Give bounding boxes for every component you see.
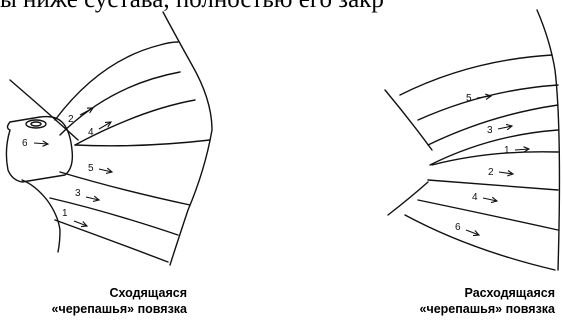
turn-band-3-lower [50, 198, 178, 235]
turn-label: 6 [22, 138, 28, 149]
turn-label: 1 [504, 145, 510, 156]
limb-outline-right [163, 12, 212, 265]
bandage-roll-end [26, 120, 46, 128]
turn-band-3-lower [428, 105, 558, 145]
turn-label: 3 [75, 188, 81, 199]
turn-band-2-lower [60, 72, 180, 135]
turn-band-5-upper [400, 55, 552, 95]
turn-label: 3 [487, 125, 493, 136]
diverging-bandage-figure [385, 10, 559, 270]
diverging-bandage-caption: Расходящаяся «черепашья» повязка [420, 285, 556, 317]
turn-band-1-lower [432, 152, 558, 165]
limb-outline-lower [388, 182, 428, 215]
limb-outline-right [537, 10, 559, 270]
turn-band-5-lower [418, 85, 558, 120]
converging-bandage-figure [6, 12, 212, 265]
turn-band-5-upper [75, 140, 210, 146]
converging-bandage-caption: Сходящаяся «черепашья» повязка [52, 285, 188, 317]
diverging-labels: 5 3 1 2 4 6 [455, 93, 529, 235]
turn-label: 4 [88, 127, 94, 138]
turn-label: 6 [455, 222, 461, 233]
turn-band-4-lower [418, 200, 558, 230]
caption-subtitle: «черепашья» повязка [52, 301, 188, 317]
turn-band-6-lower [405, 215, 555, 270]
turn-label: 4 [472, 192, 478, 203]
turn-label: 5 [88, 163, 94, 174]
caption-title: Расходящаяся [420, 285, 556, 301]
turn-band-2-lower [428, 180, 558, 190]
limb-outline-lower [22, 180, 60, 252]
turn-label: 2 [68, 114, 74, 125]
turn-label: 1 [62, 208, 68, 219]
caption-title: Сходящаяся [52, 285, 188, 301]
limb-outline-upper [385, 90, 432, 150]
turn-label: 5 [466, 93, 472, 104]
turn-label: 2 [488, 167, 494, 178]
caption-subtitle: «черепашья» повязка [420, 301, 556, 317]
